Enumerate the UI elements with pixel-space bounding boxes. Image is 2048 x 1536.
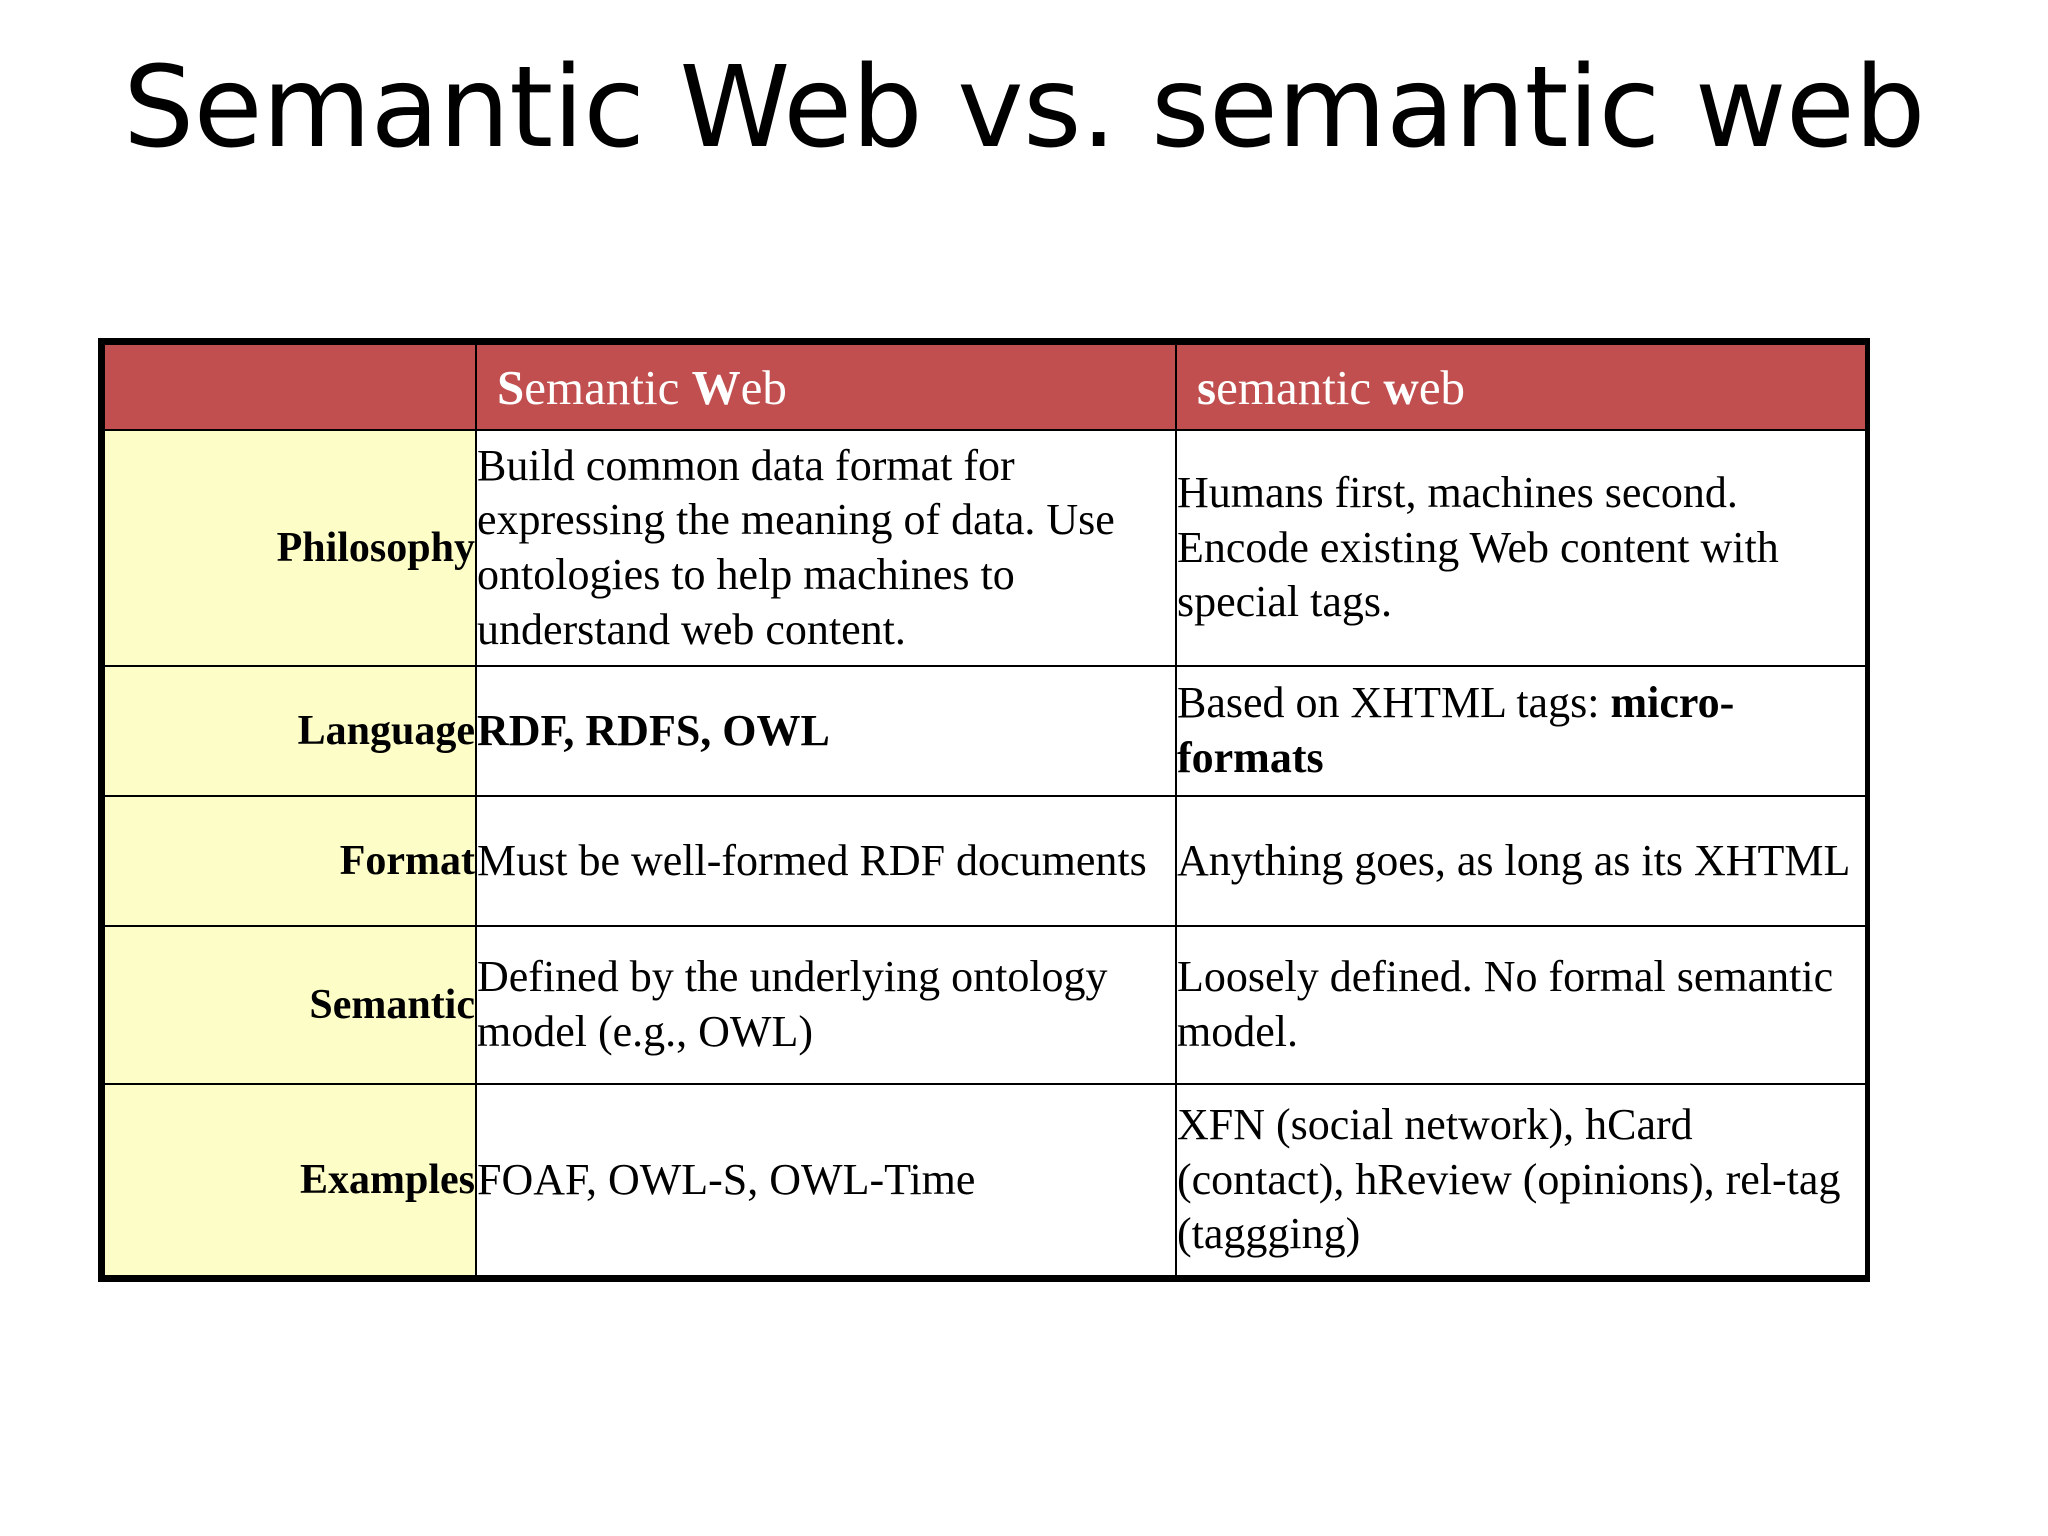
cell-semantic-semantic-web: Defined by the underlying ontology model… xyxy=(475,925,1177,1085)
cell-text-emphasis: micro-formats xyxy=(1177,678,1735,782)
header-rest-a: emantic xyxy=(524,359,692,415)
cell-text: XFN (social network), hCard (contact), h… xyxy=(1177,1100,1841,1259)
cell-text: Based on XHTML tags: micro-formats xyxy=(1177,676,1865,785)
header-label-semantic-web: Semantic Web xyxy=(477,363,1175,412)
header-lead-char-a2: W xyxy=(691,359,741,415)
cell-semantic-lowercase-web: Loosely defined. No formal semantic mode… xyxy=(1175,925,1867,1085)
header-cell-semantic-web-uppercase: Semantic Web xyxy=(475,343,1177,431)
row-label-text: Format xyxy=(339,837,475,884)
header-cell-semantic-web-lowercase: semantic web xyxy=(1175,343,1867,431)
row-label-text: Semantic xyxy=(309,981,475,1028)
table-row: Language RDF, RDFS, OWL Based on XHTML t… xyxy=(103,665,1867,797)
cell-text: Loosely defined. No formal semantic mode… xyxy=(1177,952,1834,1056)
cell-examples-lowercase-web: XFN (social network), hCard (contact), h… xyxy=(1175,1083,1867,1277)
cell-format-semantic-web: Must be well-formed RDF documents xyxy=(475,795,1177,927)
row-label-examples: Examples xyxy=(103,1083,477,1277)
cell-language-lowercase-web: Based on XHTML tags: micro-formats xyxy=(1175,665,1867,797)
comparison-table: Semantic Web semantic web Philosophy xyxy=(103,343,1867,1277)
header-lead-char-b: s xyxy=(1197,359,1217,415)
row-label-language: Language xyxy=(103,665,477,797)
table-row: Semantic Defined by the underlying ontol… xyxy=(103,925,1867,1085)
cell-format-lowercase-web: Anything goes, as long as its XHTML xyxy=(1175,795,1867,927)
header-lead-char-a: S xyxy=(497,359,525,415)
header-corner-cell xyxy=(103,343,477,431)
header-rest-b2: eb xyxy=(1418,359,1466,415)
header-label-lowercase-web: semantic web xyxy=(1177,363,1865,412)
header-rest-b: emantic xyxy=(1216,359,1384,415)
row-label-text: Examples xyxy=(299,1156,475,1203)
comparison-table-container: Semantic Web semantic web Philosophy xyxy=(98,338,1870,1282)
cell-examples-semantic-web: FOAF, OWL-S, OWL-Time xyxy=(475,1083,1177,1277)
row-label-philosophy: Philosophy xyxy=(103,429,477,667)
header-rest-a2: eb xyxy=(740,359,787,415)
row-label-format: Format xyxy=(103,795,477,927)
row-label-semantic: Semantic xyxy=(103,925,477,1085)
cell-text: RDF, RDFS, OWL xyxy=(477,705,830,755)
cell-text: Anything goes, as long as its XHTML xyxy=(1177,835,1851,885)
cell-philosophy-semantic-web: Build common data format for expressing … xyxy=(475,429,1177,667)
cell-text: Build common data format for expressing … xyxy=(477,440,1115,654)
table-row: Examples FOAF, OWL-S, OWL-Time XFN (soci… xyxy=(103,1083,1867,1277)
table-row: Philosophy Build common data format for … xyxy=(103,429,1867,667)
cell-philosophy-lowercase-web: Humans first, machines second. Encode ex… xyxy=(1175,429,1867,667)
cell-text: Defined by the underlying ontology model… xyxy=(477,952,1108,1056)
cell-text: FOAF, OWL-S, OWL-Time xyxy=(477,1154,976,1204)
table-row: Format Must be well-formed RDF documents… xyxy=(103,795,1867,927)
row-label-text: Language xyxy=(297,707,475,754)
cell-text: Humans first, machines second. Encode ex… xyxy=(1177,468,1779,627)
row-label-text: Philosophy xyxy=(276,524,475,571)
page-title: Semantic Web vs. semantic web xyxy=(123,43,1925,173)
cell-language-semantic-web: RDF, RDFS, OWL xyxy=(475,665,1177,797)
cell-text-prefix: Based on XHTML tags: xyxy=(1177,678,1611,728)
table-header-row: Semantic Web semantic web xyxy=(103,343,1867,431)
header-lead-char-b2: w xyxy=(1383,359,1419,415)
cell-text: Must be well-formed RDF documents xyxy=(477,835,1147,885)
